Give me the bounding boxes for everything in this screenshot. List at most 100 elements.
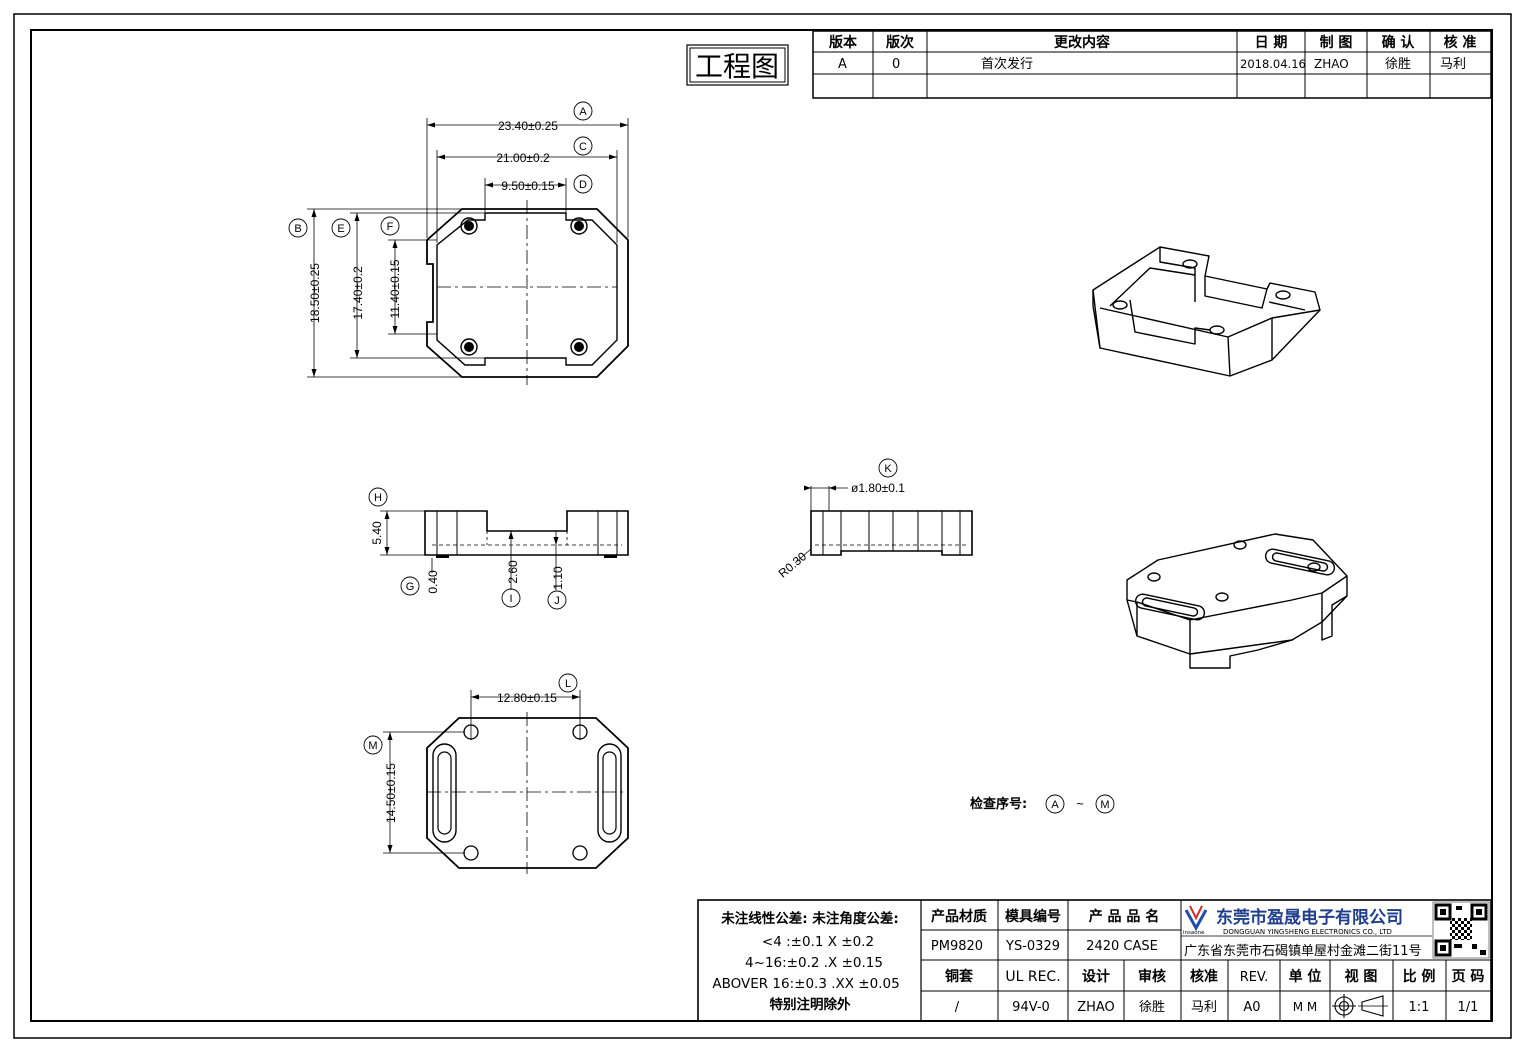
page-label: 页 码 bbox=[1452, 969, 1485, 985]
hole-icon bbox=[460, 217, 478, 235]
header-date: 日 期 bbox=[1255, 35, 1288, 51]
drawing-type-stamp: 工程图 bbox=[686, 44, 789, 86]
mold-value: YS-0329 bbox=[1005, 939, 1060, 954]
company-name-en: DONGGUAN YINGSHENG ELECTRONICS CO., LTD bbox=[1223, 928, 1392, 936]
company-address: 广东省东莞市石碣镇单屋村金滩二街11号 bbox=[1184, 943, 1422, 959]
slot-icon bbox=[597, 743, 622, 843]
dim-g-value: 0.40 bbox=[426, 570, 440, 594]
dim-j-value: 1.10 bbox=[551, 566, 565, 590]
dim-d-value: 9.50±0.15 bbox=[501, 179, 555, 193]
dim-i-tag: I bbox=[509, 593, 512, 605]
tolerance-note: 特别注明除外 bbox=[770, 996, 851, 1013]
tolerance-line3: ABOVER 16:±0.3 .XX ±0.05 bbox=[712, 976, 899, 992]
dim-r-value: R0.30 bbox=[776, 549, 810, 581]
header-approve: 核 准 bbox=[1444, 34, 1477, 51]
isometric-top-view bbox=[1092, 246, 1321, 377]
company-name: 东莞市盈晟电子有限公司 bbox=[1216, 907, 1403, 928]
pin-label: 铜套 bbox=[945, 968, 973, 985]
dim-l-tag: L bbox=[565, 678, 571, 690]
inspection-range: 检查序号: A ~ M bbox=[970, 794, 1115, 814]
projection-symbol-icon bbox=[1332, 994, 1388, 1018]
review-value: 徐胜 bbox=[1139, 1000, 1165, 1015]
approve-label: 核准 bbox=[1190, 968, 1218, 985]
header-edition: 版次 bbox=[886, 34, 914, 51]
rev-edition: 0 bbox=[892, 57, 900, 72]
rev-approve: 马利 bbox=[1440, 57, 1466, 72]
dim-f-tag: F bbox=[387, 221, 394, 233]
dim-b-tag: B bbox=[294, 223, 301, 235]
dim-m-value: 14.50±0.15 bbox=[384, 763, 398, 823]
material-label: 产品材质 bbox=[931, 908, 987, 925]
tolerance-line1: <4 :±0.1 X ±0.2 bbox=[762, 934, 874, 950]
hole-icon bbox=[570, 217, 588, 235]
dim-e-value: 17.40±0.2 bbox=[351, 266, 365, 320]
dim-k-tag: K bbox=[884, 463, 892, 475]
rev-confirm: 徐胜 bbox=[1385, 57, 1411, 72]
rev-change: 首次发行 bbox=[981, 56, 1033, 72]
dim-b-value: 18.50±0.25 bbox=[308, 263, 322, 323]
company-logo-icon: insaone bbox=[1183, 905, 1208, 936]
dim-f-value: 11.40±0.15 bbox=[388, 259, 402, 318]
hole-icon bbox=[463, 845, 479, 861]
rev-drawn: ZHAO bbox=[1314, 57, 1349, 71]
inspection-from: A bbox=[1051, 799, 1059, 811]
material-value: PM9820 bbox=[931, 939, 983, 954]
dim-g-tag: G bbox=[406, 581, 415, 593]
rev-label: REV. bbox=[1240, 970, 1269, 985]
isometric-bottom-view bbox=[1126, 533, 1348, 669]
dim-k-value: ø1.80±0.1 bbox=[851, 481, 905, 495]
header-confirm: 确 认 bbox=[1382, 34, 1416, 51]
page-value: 1/1 bbox=[1458, 1000, 1479, 1015]
rev-version: A bbox=[838, 57, 847, 72]
dim-l-value: 12.80±0.15 bbox=[497, 691, 557, 705]
inspection-to: M bbox=[1100, 799, 1109, 811]
hole-icon bbox=[572, 845, 588, 861]
hole-icon bbox=[570, 338, 588, 356]
unit-label: 单 位 bbox=[1289, 968, 1322, 985]
rev-date: 2018.04.16 bbox=[1240, 57, 1306, 71]
ul-label: UL REC. bbox=[1005, 969, 1060, 985]
header-changes: 更改内容 bbox=[1054, 34, 1110, 51]
review-label: 审核 bbox=[1138, 968, 1166, 985]
inspection-sep: ~ bbox=[1076, 796, 1084, 811]
tolerance-heading: 未注线性公差: 未注角度公差: bbox=[721, 910, 899, 927]
dim-m-tag: M bbox=[368, 740, 377, 752]
header-version: 版本 bbox=[829, 34, 858, 51]
dim-j-tag: J bbox=[554, 595, 560, 607]
scale-value: 1:1 bbox=[1409, 1000, 1430, 1015]
revision-table: 版本 版次 更改内容 日 期 制 图 确 认 核 准 A 0 首次发行 2018… bbox=[812, 30, 1492, 99]
bottom-view: 12.80±0.15 L 14.50±0.15 M bbox=[363, 673, 629, 874]
title-block: 未注线性公差: 未注角度公差: <4 :±0.1 X ±0.2 4~16:±0.… bbox=[697, 899, 1492, 1022]
product-value: 2420 CASE bbox=[1086, 939, 1158, 954]
top-view: 23.40±0.25 A 21.00±0.2 C 9.50±0.15 D 18.… bbox=[288, 101, 629, 385]
dim-h-tag: H bbox=[374, 492, 382, 504]
stamp-text: 工程图 bbox=[695, 50, 779, 83]
front-view: 5.40 H 0.40 G 2.60 I 1.10 J bbox=[368, 487, 629, 610]
unit-value: M M bbox=[1293, 1000, 1318, 1014]
header-drawn: 制 图 bbox=[1320, 34, 1353, 51]
ul-value: 94V-0 bbox=[1012, 1000, 1050, 1015]
logo-text: insaone bbox=[1183, 930, 1205, 936]
dim-a-tag: A bbox=[579, 106, 587, 118]
view-label: 视 图 bbox=[1345, 968, 1378, 985]
product-label: 产 品 品 名 bbox=[1089, 908, 1160, 925]
dim-c-value: 21.00±0.2 bbox=[496, 151, 550, 165]
tolerance-line2: 4~16:±0.2 .X ±0.15 bbox=[745, 955, 883, 971]
dim-h-value: 5.40 bbox=[370, 521, 384, 545]
side-view: ø1.80±0.1 K R0.30 bbox=[776, 458, 973, 581]
qr-code-icon bbox=[1432, 901, 1490, 959]
outer-border bbox=[13, 13, 1512, 1039]
pin-value: / bbox=[955, 1000, 960, 1015]
hole-icon bbox=[460, 338, 478, 356]
design-label: 设计 bbox=[1082, 968, 1110, 985]
dim-d-tag: D bbox=[579, 179, 587, 191]
inspection-label: 检查序号: bbox=[970, 796, 1027, 812]
design-value: ZHAO bbox=[1077, 1000, 1115, 1015]
dim-a-value: 23.40±0.25 bbox=[498, 119, 558, 133]
dim-i-value: 2.60 bbox=[506, 560, 520, 584]
slot-icon bbox=[432, 743, 457, 843]
scale-label: 比 例 bbox=[1403, 968, 1436, 985]
mold-label: 模具编号 bbox=[1005, 908, 1061, 925]
approve-value: 马利 bbox=[1191, 1000, 1217, 1015]
